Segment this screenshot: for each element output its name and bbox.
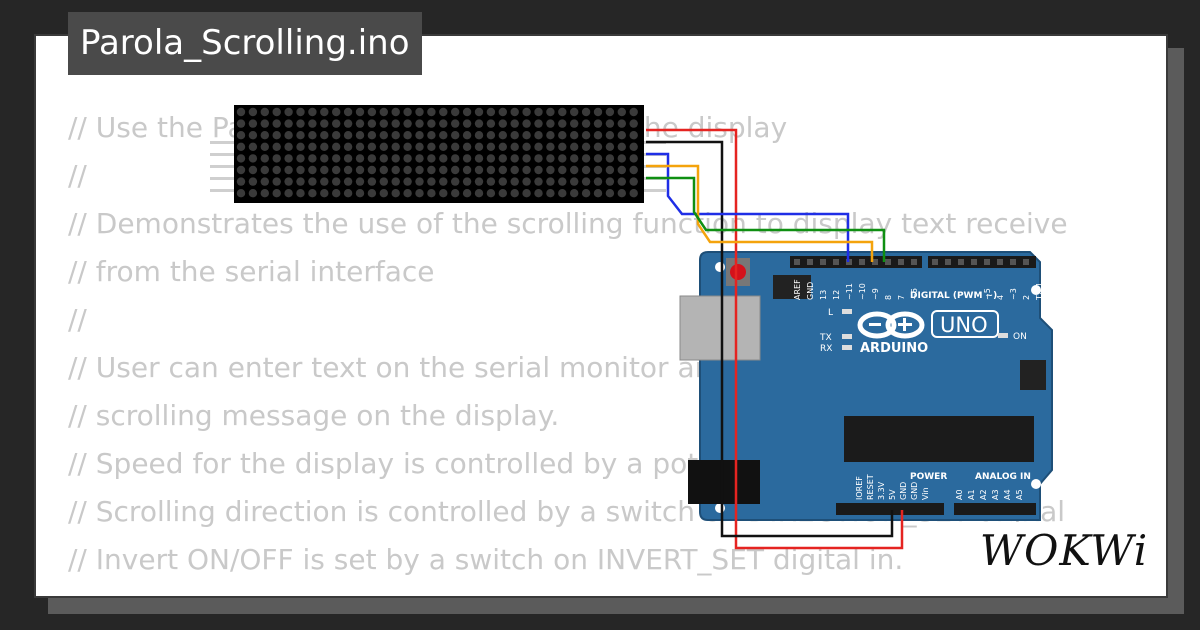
digital-header-right <box>928 256 1036 268</box>
icsp-header-2 <box>1020 360 1046 390</box>
led-matrix-display[interactable] <box>210 105 666 203</box>
icsp-header <box>773 275 811 299</box>
rx-label: RX <box>820 344 832 354</box>
power-pin-label: GND <box>910 482 919 500</box>
power-pin-label: 3.3V <box>877 481 886 500</box>
rx-led <box>842 345 852 350</box>
digital-pin-label: RX 0 <box>1048 281 1057 300</box>
gnd-wire <box>646 140 894 538</box>
wires <box>646 128 904 550</box>
digital-pin-label: 12 <box>832 290 841 300</box>
power-pin-label: RESET <box>866 474 875 500</box>
code-line: // Demonstrates the use of the scrolling… <box>68 207 1068 240</box>
digital-pin-label: 4 <box>996 295 1005 300</box>
arduino-brand-text: ARDUINO <box>860 341 928 356</box>
mount-hole <box>715 262 725 272</box>
mount-hole <box>715 503 725 513</box>
code-line: // from the serial interface <box>68 255 435 288</box>
usb-port <box>679 295 761 361</box>
digital-pin-label: TX 1 <box>1035 282 1044 301</box>
analog-pin-label: A4 <box>1003 489 1012 500</box>
analog-pin-label: A2 <box>979 489 988 500</box>
digital-header-label: DIGITAL (PWM ~) <box>910 291 997 301</box>
power-pin-label: IOREF <box>855 476 864 500</box>
power-pin-label: GND <box>899 482 908 500</box>
wokwi-logo: WOKWi <box>978 522 1150 580</box>
analog-header <box>954 503 1036 515</box>
analog-pin-label: A1 <box>967 489 976 500</box>
tx-label: TX <box>819 333 832 343</box>
reset-button-cap[interactable] <box>730 264 746 280</box>
code-line: // <box>68 159 87 192</box>
digital-pin-label: 2 <box>1022 295 1031 300</box>
digital-pin-label: 13 <box>819 290 828 300</box>
cs-wire <box>646 164 874 262</box>
page-title: Parola_Scrolling.ino <box>68 12 422 75</box>
code-line: // <box>68 584 1068 596</box>
digital-pin-label: AREF <box>793 279 802 300</box>
digital-pin-label: ~10 <box>858 283 867 300</box>
tx-led <box>842 334 852 339</box>
uno-badge <box>931 310 999 338</box>
analog-pin-label: A5 <box>1015 489 1024 500</box>
power-label: POWER <box>910 472 947 482</box>
clk-wire <box>646 176 886 262</box>
digital-pin-label: ~6 <box>910 288 919 300</box>
l-label: L <box>828 308 833 318</box>
din-wire <box>646 152 850 262</box>
model-label: UNO <box>940 313 988 337</box>
analog-pin-label: A3 <box>991 489 1000 500</box>
power-pin-label: Vin <box>921 487 930 500</box>
matrix-leds <box>236 107 638 198</box>
on-label: ON <box>1013 332 1027 342</box>
digital-pin-label: 7 <box>897 295 906 300</box>
power-pin-label: 5V <box>888 489 897 500</box>
analog-label: ANALOG IN <box>975 472 1031 482</box>
l-led <box>842 309 852 314</box>
digital-pin-label: ~11 <box>845 283 854 300</box>
digital-pin-label: GND <box>806 282 815 300</box>
power-header <box>836 503 944 515</box>
on-led <box>998 333 1008 338</box>
vcc-wire <box>646 128 904 550</box>
analog-pin-label: A0 <box>955 489 964 500</box>
digital-pin-label: 8 <box>884 295 893 300</box>
code-line: // <box>68 303 87 336</box>
code-line: // scrolling message on the display. <box>68 399 560 432</box>
mount-hole <box>1031 479 1041 489</box>
digital-pin-label: ~5 <box>983 288 992 300</box>
digital-pin-label: ~9 <box>871 288 880 300</box>
arduino-logo-icon <box>857 311 897 339</box>
power-jack <box>688 460 760 504</box>
digital-pin-label: ~3 <box>1009 288 1018 300</box>
atmega-chip <box>844 416 1034 462</box>
mount-hole <box>1031 285 1041 295</box>
